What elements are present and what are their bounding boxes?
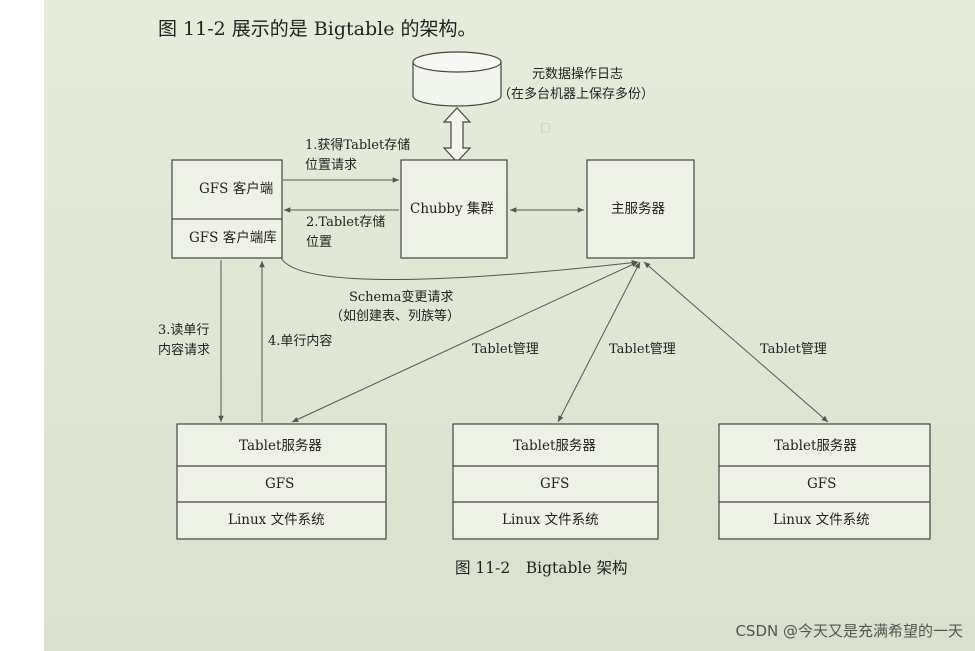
row-content-label: 4.单行内容 xyxy=(268,334,333,349)
tablet-server-title-2: Tablet服务器 xyxy=(513,438,596,454)
master-box xyxy=(586,159,695,259)
gfs-client-box xyxy=(171,159,283,259)
arrow-tablet-mgmt-2 xyxy=(557,261,641,423)
tablet-server-gfs-1: GFS xyxy=(265,476,295,492)
get-tablet-location-label: 1.获得Tablet存储 xyxy=(305,138,411,153)
tablet-mgmt-label-1: Tablet管理 xyxy=(472,342,539,357)
schema-change-sublabel: （如创建表、列族等） xyxy=(330,309,461,324)
tablet-location-label-2: 位置 xyxy=(306,235,333,250)
read-row-request-label-2: 内容请求 xyxy=(158,343,211,358)
tablet-server-box-2 xyxy=(452,423,659,540)
page-heading: 图 11-2 展示的是 Bigtable 的架构。 xyxy=(158,18,477,40)
tablet-server-gfs-2: GFS xyxy=(540,476,570,492)
gfs-client-lib-label: GFS 客户端库 xyxy=(189,230,277,246)
bleed-through-mark: ▢ xyxy=(540,120,552,134)
arrow-tablet-mgmt-3 xyxy=(643,261,829,423)
tablet-server-fs-3: Linux 文件系统 xyxy=(773,512,870,528)
left-margin xyxy=(0,0,44,651)
read-row-request-label: 3.读单行 xyxy=(158,323,210,338)
cylinder-chubby-double-arrow xyxy=(442,107,472,163)
gfs-client-label: GFS 客户端 xyxy=(199,181,274,197)
tablet-server-title-1: Tablet服务器 xyxy=(239,438,322,454)
schema-change-label: Schema变更请求 xyxy=(349,290,454,305)
arrow-tablet-mgmt-1 xyxy=(291,261,639,423)
master-label: 主服务器 xyxy=(611,201,665,217)
tablet-server-title-3: Tablet服务器 xyxy=(774,438,857,454)
tablet-server-box-3 xyxy=(718,423,931,540)
tablet-location-label: 2.Tablet存储 xyxy=(306,215,386,230)
tablet-server-box-1 xyxy=(176,423,387,540)
metadata-log-cylinder xyxy=(412,51,502,107)
csdn-watermark: CSDN @今天又是充满希望的一天 xyxy=(735,622,963,640)
chubby-box xyxy=(400,159,508,259)
metadata-log-sublabel: （在多台机器上保存多份） xyxy=(498,87,655,102)
tablet-mgmt-label-2: Tablet管理 xyxy=(609,342,676,357)
get-tablet-location-label-2: 位置请求 xyxy=(305,158,358,173)
tablet-mgmt-label-3: Tablet管理 xyxy=(760,342,827,357)
arrow-schema-change xyxy=(280,257,639,280)
tablet-server-fs-2: Linux 文件系统 xyxy=(502,512,599,528)
metadata-log-label: 元数据操作日志 xyxy=(532,67,624,82)
figure-caption: 图 11-2 Bigtable 架构 xyxy=(455,559,628,577)
chubby-label: Chubby 集群 xyxy=(410,201,494,217)
tablet-server-gfs-3: GFS xyxy=(807,476,837,492)
tablet-server-fs-1: Linux 文件系统 xyxy=(228,512,325,528)
